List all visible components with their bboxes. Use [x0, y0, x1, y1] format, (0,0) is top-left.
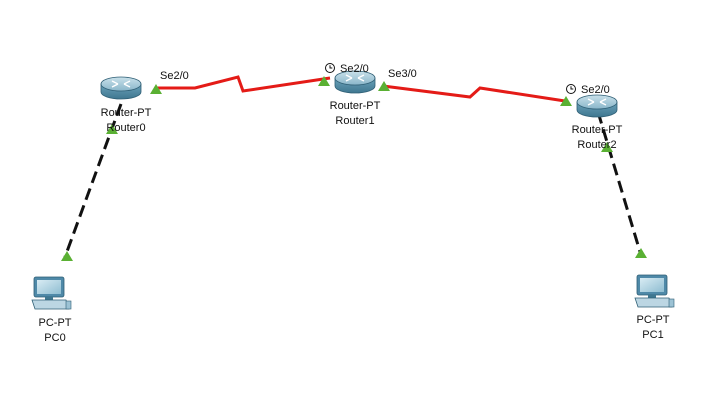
clock-icon	[566, 84, 576, 94]
port-label-router2-se2-0: Se2/0	[581, 84, 610, 96]
pc-pc0[interactable]	[31, 276, 72, 310]
link-status-layer	[61, 76, 647, 261]
serial-link-router1-router2[interactable]	[382, 84, 566, 103]
ethernet-link-router2-pc1[interactable]	[596, 111, 643, 256]
device-model-router2: Router-PT	[572, 124, 623, 136]
serial-link-router0-router1[interactable]	[156, 75, 331, 93]
link-up-triangle-icon	[560, 96, 572, 106]
device-model-pc0: PC-PT	[39, 317, 72, 329]
link-up-triangle-icon	[318, 76, 330, 86]
link-up-triangle-icon	[378, 81, 390, 91]
clock-icon	[325, 63, 335, 73]
device-name-pc1: PC1	[642, 329, 663, 341]
port-label-router1-se3-0: Se3/0	[388, 68, 417, 80]
device-name-router2: Router2	[577, 139, 616, 151]
device-model-router0: Router-PT	[101, 107, 152, 119]
link-up-triangle-icon	[601, 142, 613, 152]
router-router2[interactable]	[576, 94, 618, 118]
port-label-router0-se2-0: Se2/0	[160, 70, 189, 82]
router-router0[interactable]	[100, 76, 142, 100]
device-name-router1: Router1	[335, 115, 374, 127]
link-up-triangle-icon	[150, 84, 162, 94]
link-up-triangle-icon	[106, 124, 118, 134]
device-name-pc0: PC0	[44, 332, 65, 344]
port-label-router1-se2-0: Se2/0	[340, 63, 369, 75]
device-name-router0: Router0	[106, 122, 145, 134]
link-up-triangle-icon	[61, 251, 73, 261]
router-router1[interactable]	[334, 70, 376, 94]
pc-pc1[interactable]	[634, 274, 675, 308]
device-model-pc1: PC-PT	[637, 314, 670, 326]
device-model-router1: Router-PT	[330, 100, 381, 112]
link-up-triangle-icon	[635, 248, 647, 258]
